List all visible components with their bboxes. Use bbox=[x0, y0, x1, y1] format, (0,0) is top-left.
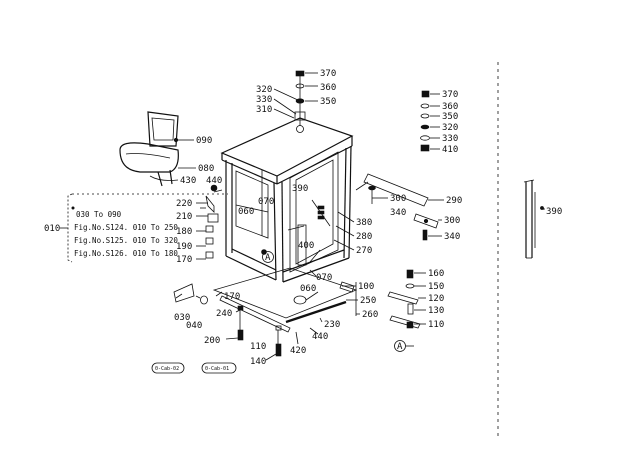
part-label: 270 bbox=[356, 246, 372, 256]
part-label: 110 bbox=[250, 342, 266, 352]
part-label: 330 bbox=[442, 134, 458, 144]
part-label: 260 bbox=[362, 310, 378, 320]
part-label: 370 bbox=[442, 90, 458, 100]
marker-a-label-1: A bbox=[265, 253, 271, 263]
part-label: 420 bbox=[290, 346, 306, 356]
part-label: 290 bbox=[446, 196, 462, 206]
part-label: 390 bbox=[292, 184, 308, 194]
reference-bracket bbox=[67, 193, 75, 263]
part-label: 380 bbox=[356, 218, 372, 228]
part-label: 030 bbox=[174, 313, 190, 323]
leader-lines bbox=[60, 72, 545, 361]
part-label: 110 bbox=[428, 320, 444, 330]
part-label: 180 bbox=[176, 227, 192, 237]
part-label: 210 bbox=[176, 212, 192, 222]
right-lower-stack bbox=[387, 269, 421, 329]
part-label: 200 bbox=[204, 336, 220, 346]
side-bolt-stack bbox=[420, 90, 430, 152]
cab-frame bbox=[212, 117, 358, 324]
part-label: 100 bbox=[358, 282, 374, 292]
part-number-labels: 370 360 350 320 330 310 090 080 430 440 … bbox=[44, 69, 562, 367]
mount-brackets bbox=[355, 173, 439, 241]
view-marker-a-1: A bbox=[262, 251, 274, 263]
part-label: 280 bbox=[356, 232, 372, 242]
part-label: 060 bbox=[300, 284, 316, 294]
part-label: 220 bbox=[176, 199, 192, 209]
drawing-stamps: 0-Cab-02 0-Cab-01 bbox=[151, 362, 237, 374]
part-label: 340 bbox=[444, 232, 460, 242]
ref-line-2: Fig.No.S124. 010 To 250 bbox=[74, 223, 178, 232]
marker-a-label-2: A bbox=[397, 342, 403, 352]
part-label: 370 bbox=[320, 69, 336, 79]
part-label: 360 bbox=[320, 83, 336, 93]
part-label: 250 bbox=[360, 296, 376, 306]
part-label: 390 bbox=[546, 207, 562, 217]
part-label: 340 bbox=[390, 208, 406, 218]
part-label: 350 bbox=[442, 112, 458, 122]
part-label: 360 bbox=[442, 102, 458, 112]
part-label: 300 bbox=[444, 216, 460, 226]
ref-line-1: 030 To 090 bbox=[76, 210, 122, 219]
part-label: 060 bbox=[238, 207, 254, 217]
part-label: 330 bbox=[256, 95, 272, 105]
seal-strip-profile bbox=[497, 62, 544, 440]
operator-seat-icon bbox=[119, 111, 179, 187]
part-label: 090 bbox=[196, 136, 212, 146]
ref-line-4: Fig.No.S126. 010 To 180 bbox=[74, 249, 178, 258]
part-label: 040 bbox=[186, 321, 202, 331]
stamp-left-label: 0-Cab-02 bbox=[155, 366, 179, 372]
part-label: 400 bbox=[298, 241, 314, 251]
ref-line-3: Fig.No.S125. 010 To 320 bbox=[74, 236, 178, 245]
part-label: 120 bbox=[428, 294, 444, 304]
lower-left-hardware bbox=[173, 283, 291, 357]
part-label: 160 bbox=[428, 269, 444, 279]
part-label: 440 bbox=[312, 332, 328, 342]
part-label: 310 bbox=[256, 105, 272, 115]
part-label: 300 bbox=[390, 194, 406, 204]
part-label: 170 bbox=[224, 292, 240, 302]
part-label: 240 bbox=[216, 309, 232, 319]
part-label: 150 bbox=[428, 282, 444, 292]
stamp-right-label: 0-Cab-01 bbox=[205, 366, 229, 372]
reference-notes: 030 To 090 Fig.No.S124. 010 To 250 Fig.N… bbox=[74, 210, 178, 258]
part-label: 320 bbox=[442, 123, 458, 133]
part-label: 350 bbox=[320, 97, 336, 107]
part-label: 140 bbox=[250, 357, 266, 367]
part-label: 410 bbox=[442, 145, 458, 155]
part-label: 190 bbox=[176, 242, 192, 252]
view-marker-a-2: A bbox=[394, 340, 414, 352]
part-label: 070 bbox=[316, 273, 332, 283]
part-label: 430 bbox=[180, 176, 196, 186]
part-label: 170 bbox=[176, 255, 192, 265]
part-label: 440 bbox=[206, 176, 222, 186]
part-label: 130 bbox=[428, 306, 444, 316]
roof-bolt-stack bbox=[294, 70, 306, 126]
part-label: 320 bbox=[256, 85, 272, 95]
left-hardware bbox=[200, 184, 267, 259]
part-label: 230 bbox=[324, 320, 340, 330]
part-label: 070 bbox=[258, 197, 274, 207]
part-label: 080 bbox=[198, 164, 214, 174]
part-label: 010 bbox=[44, 224, 60, 234]
